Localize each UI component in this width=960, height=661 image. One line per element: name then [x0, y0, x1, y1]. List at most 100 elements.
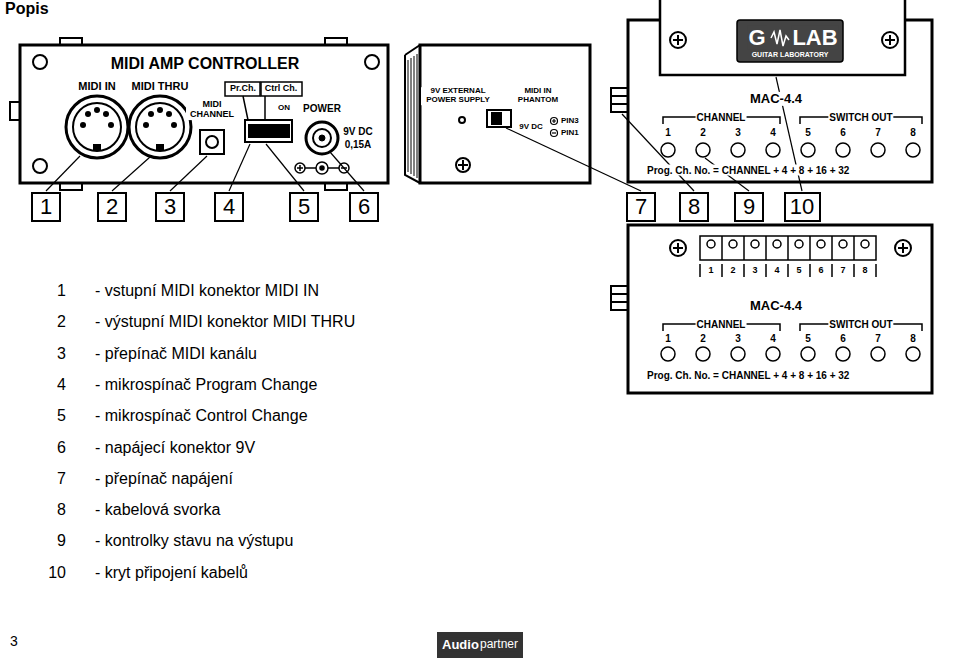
status-led: [906, 143, 920, 157]
midi-pin: [80, 107, 177, 150]
channel-button: [200, 130, 224, 154]
cable-cover: [660, 0, 905, 75]
group-label: CHANNEL: [696, 319, 747, 330]
dip-switch: [270, 125, 275, 137]
panel-title: MIDI AMP CONTROLLER: [110, 55, 300, 73]
terminal-number: 7: [839, 266, 846, 276]
led-number: 5: [804, 127, 812, 138]
power-jack: [313, 129, 331, 147]
status-led: [661, 347, 675, 361]
callout-box: 8: [679, 192, 709, 222]
midi-pin: [108, 122, 114, 128]
led-number: 7: [874, 333, 882, 344]
callout-box: 1: [31, 192, 61, 222]
cable-clamp: [611, 96, 628, 104]
rating-label: 9V DC: [342, 126, 373, 137]
screw: [898, 243, 908, 253]
midi-pin: [103, 111, 109, 117]
control-label: MIDI CHANNEL: [186, 100, 238, 120]
leader-line: [330, 152, 364, 191]
page-number: 3: [10, 634, 18, 649]
channel-button: [206, 136, 218, 148]
screw: [670, 240, 686, 256]
switch-label: Ctrl Ch.: [264, 84, 299, 94]
status-led: [731, 143, 745, 157]
brand-logo: GUITAR LABORATORY: [751, 51, 830, 59]
power-switch: [459, 117, 465, 123]
side-panel: [405, 45, 590, 183]
polarity-symbol: [295, 163, 305, 173]
polarity-symbol: [316, 162, 328, 174]
brand-logo: partner: [479, 638, 519, 651]
terminal-number: 6: [817, 266, 824, 276]
midi-connector: [66, 96, 128, 158]
midi-pin: [93, 144, 101, 150]
leader-line: [506, 128, 641, 191]
item-number: 5: [57, 407, 66, 425]
midi-pin: [171, 122, 177, 128]
status-led: [731, 347, 745, 361]
terminal-number: 4: [773, 266, 780, 276]
dip-switch: [249, 125, 254, 137]
status-led: [661, 347, 920, 361]
screw: [885, 35, 895, 45]
callout-number: 3: [164, 196, 176, 218]
terminal-block: [773, 240, 781, 248]
heat-sink: [408, 54, 417, 178]
leader-line: [46, 156, 80, 191]
item-description: - mikrospínač Program Change: [95, 376, 317, 394]
callout-box: 7: [626, 192, 656, 222]
led-number: 3: [734, 127, 742, 138]
dip-switch: [263, 125, 268, 137]
midi-connector: [73, 103, 121, 151]
logo-plate: [771, 30, 789, 46]
power-jack: [306, 122, 338, 154]
status-led: [836, 143, 850, 157]
midi-pin: [85, 111, 91, 117]
led-number: 1: [664, 333, 672, 344]
connector-label: MIDI IN: [77, 80, 116, 92]
item-description: - přepínač napájení: [95, 470, 233, 488]
status-led: [871, 143, 885, 157]
switch-label: ON: [277, 104, 291, 113]
terminal-block: [700, 264, 876, 277]
item-description: - výstupní MIDI konektor MIDI THRU: [95, 314, 355, 332]
callout-number: 4: [223, 196, 235, 218]
dip-switch: [284, 125, 289, 137]
cable-clamp: [611, 294, 628, 302]
midi-connector: [66, 96, 191, 158]
led-number: 4: [769, 333, 777, 344]
led-number: 2: [699, 127, 707, 138]
item-number: 4: [57, 376, 66, 394]
midi-pin: [143, 122, 149, 128]
terminal-number: 3: [751, 266, 758, 276]
switch-bracket: [225, 82, 260, 96]
rating-label: 9V DC: [518, 123, 544, 132]
callout-box: 10: [784, 192, 821, 222]
brand-logo: [437, 632, 523, 658]
midi-pin: [157, 107, 163, 113]
terminal-number: 2: [729, 266, 736, 276]
item-description: - kabelová svorka: [95, 501, 220, 519]
pin-name: PIN1: [560, 129, 580, 138]
midi-pin: [80, 122, 86, 128]
terminal-number: 5: [795, 266, 802, 276]
screw: [33, 55, 379, 173]
logo-plate: [737, 20, 843, 62]
callout-box: 6: [349, 192, 379, 222]
led-number: 7: [874, 127, 882, 138]
item-number: 2: [57, 314, 66, 332]
callout-box: 3: [155, 192, 185, 222]
leader-line: [622, 114, 694, 191]
leader-line: [266, 144, 304, 191]
group-label: CHANNEL: [696, 112, 747, 123]
heat-sink: [408, 54, 417, 178]
power-jack: [319, 135, 325, 141]
control-label: 9V EXTERNAL POWER SUPPLY: [421, 87, 495, 105]
status-led: [871, 347, 885, 361]
item-description: - napájecí konektor 9V: [95, 439, 255, 457]
midi-pin: [156, 144, 164, 150]
item-number: 7: [57, 470, 66, 488]
terminal-number: 8: [861, 266, 868, 276]
status-led: [766, 347, 780, 361]
